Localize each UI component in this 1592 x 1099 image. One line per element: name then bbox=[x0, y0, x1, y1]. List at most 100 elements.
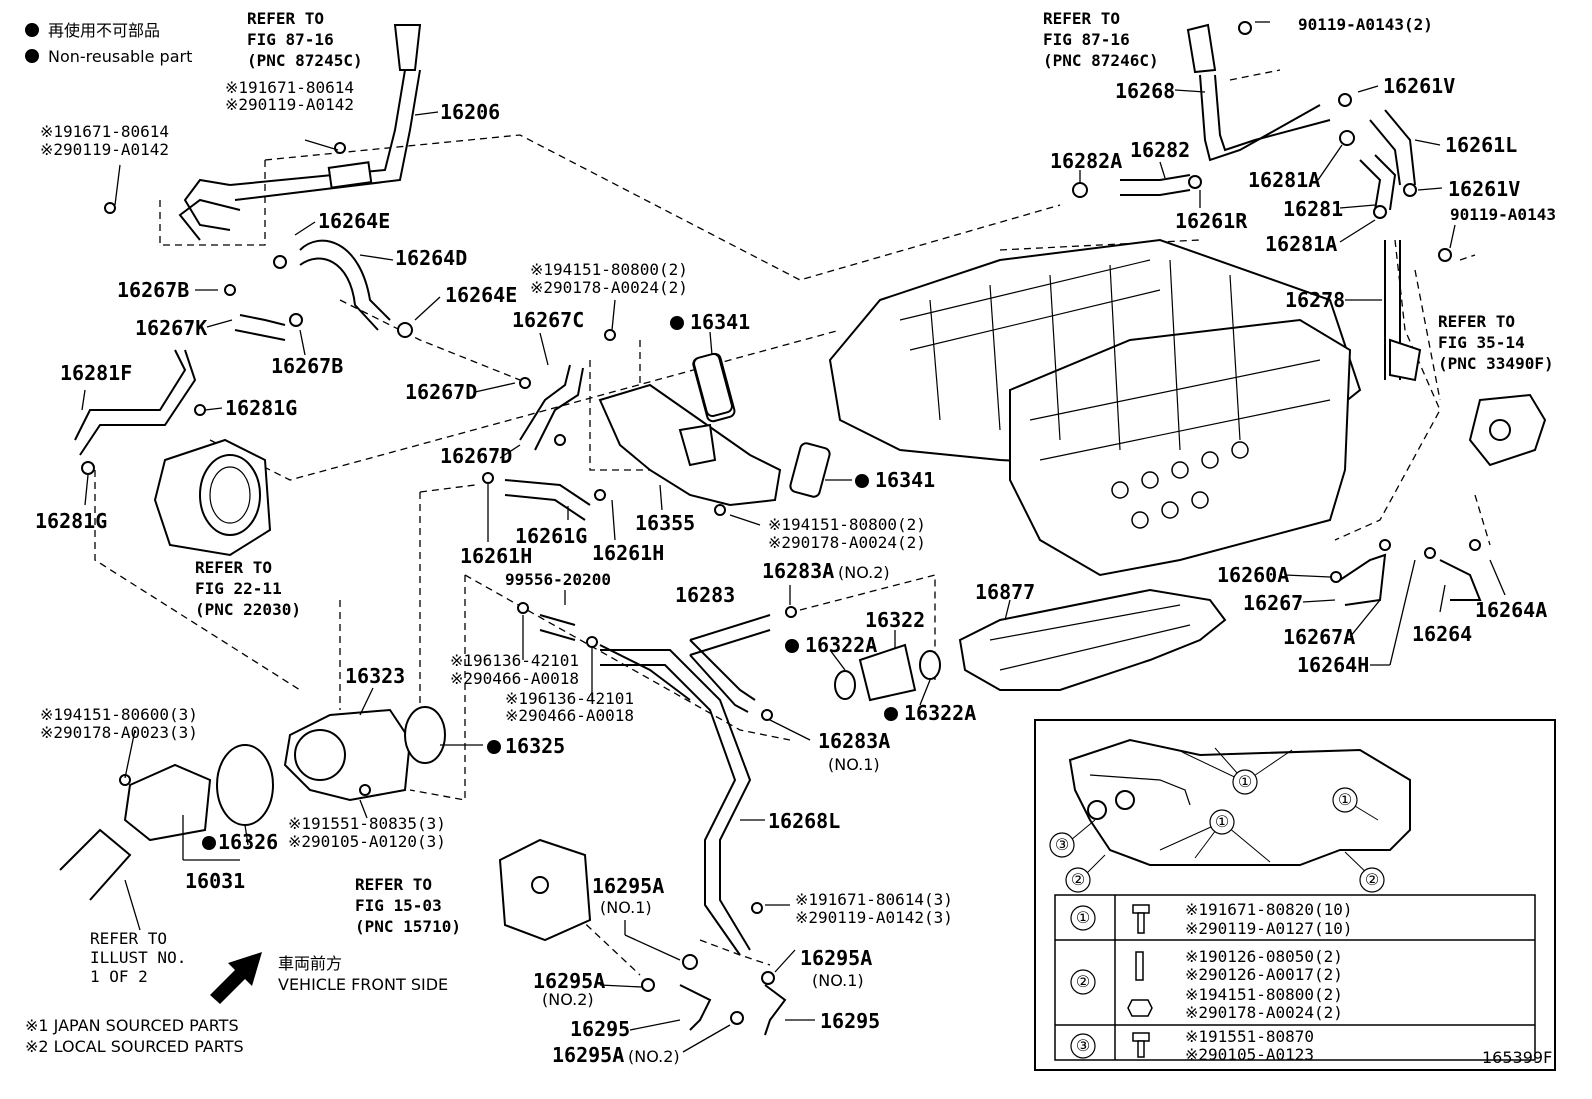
label-16267c: 16267C bbox=[512, 308, 584, 332]
sub-label-no2: (NO.2) bbox=[628, 1047, 680, 1066]
ref-22030-l1: REFER TO bbox=[195, 558, 272, 577]
water-pipe-16268 bbox=[1186, 23, 1422, 382]
front-en: VEHICLE FRONT SIDE bbox=[278, 975, 448, 994]
fastener-callouts: ※191671-80614 ※290119-A0142 ※191671-8061… bbox=[40, 78, 953, 927]
label-16322a: 16322A bbox=[904, 701, 976, 725]
ref-33490f-l2: FIG 35-14 bbox=[1438, 333, 1525, 352]
label-16268l: 16268L bbox=[768, 809, 840, 833]
legend-jp: 再使用不可部品 bbox=[48, 21, 160, 40]
label-16281g: 16281G bbox=[225, 396, 297, 420]
non-reusable-dot-icon bbox=[884, 707, 898, 721]
ref-illust-l3: 1 OF 2 bbox=[90, 967, 148, 986]
thermostat-assembly bbox=[59, 706, 446, 901]
callout-c4-l2: ※290466-A0018 bbox=[450, 669, 579, 688]
label-16877: 16877 bbox=[975, 580, 1035, 604]
non-reusable-dot-icon bbox=[487, 740, 501, 754]
label-16261g: 16261G bbox=[515, 524, 587, 548]
callout-c3-l1: ※194151-80800(2) bbox=[768, 515, 926, 534]
non-reusable-dot-icon bbox=[25, 49, 39, 63]
label-16341: 16341 bbox=[875, 468, 935, 492]
footnote-local: ※2 LOCAL SOURCED PARTS bbox=[25, 1037, 244, 1056]
label-16267a: 16267A bbox=[1283, 625, 1355, 649]
label-16264e: 16264E bbox=[445, 283, 517, 307]
sub-label-no2: (NO.2) bbox=[838, 563, 890, 582]
inset-row2-line2: ※290126-A0017(2) bbox=[1185, 965, 1343, 984]
figure-id: 165399F bbox=[1482, 1048, 1552, 1067]
inset-mark: ① bbox=[1338, 790, 1352, 809]
label-16282: 16282 bbox=[1130, 138, 1190, 162]
callout-c1a-l1: ※191671-80614 bbox=[225, 78, 354, 97]
ref-87245c-l3: (PNC 87245C) bbox=[247, 51, 363, 70]
sub-label-no1: (NO.1) bbox=[600, 898, 652, 917]
water-pipe-16206 bbox=[178, 24, 422, 241]
oil-cooler-right bbox=[1468, 393, 1547, 467]
footnotes: ※1 JAPAN SOURCED PARTS ※2 LOCAL SOURCED … bbox=[25, 1016, 244, 1056]
ref-87245c-l2: FIG 87-16 bbox=[247, 30, 334, 49]
front-arrow-icon bbox=[210, 952, 262, 1004]
label-16295a: 16295A bbox=[552, 1043, 624, 1067]
label-16267d: 16267D bbox=[440, 444, 512, 468]
footnote-japan: ※1 JAPAN SOURCED PARTS bbox=[25, 1016, 239, 1035]
non-reusable-markers bbox=[202, 316, 898, 850]
callout-c7-l1: ※191551-80835(3) bbox=[288, 814, 446, 833]
label-16295a: 16295A bbox=[800, 946, 872, 970]
label-16278: 16278 bbox=[1285, 288, 1345, 312]
label-16295a: 16295A bbox=[592, 874, 664, 898]
label-16264: 16264 bbox=[1412, 622, 1472, 646]
callout-c2-l2: ※290178-A0024(2) bbox=[530, 278, 688, 297]
ref-33490f-l1: REFER TO bbox=[1438, 312, 1515, 331]
label-16355: 16355 bbox=[635, 511, 695, 535]
label-16281f: 16281F bbox=[60, 361, 132, 385]
label-16206: 16206 bbox=[440, 100, 500, 124]
ref-22030-l2: FIG 22-11 bbox=[195, 579, 282, 598]
hoses bbox=[74, 109, 1482, 1036]
non-reusable-dot-icon bbox=[202, 836, 216, 850]
label-16295a: 16295A bbox=[533, 969, 605, 993]
label-16267: 16267 bbox=[1243, 591, 1303, 615]
oil-pan bbox=[958, 588, 1227, 691]
vehicle-front-indicator: 車両前方 VEHICLE FRONT SIDE bbox=[210, 952, 448, 1004]
inset-row3-line2: ※290105-A0123 bbox=[1185, 1045, 1314, 1064]
label-16281a: 16281A bbox=[1248, 168, 1320, 192]
inset-mark: ③ bbox=[1055, 835, 1069, 854]
ref-15710-l3: (PNC 15710) bbox=[355, 917, 461, 936]
sub-labels: (NO.2) (NO.1) (NO.1) (NO.1) (NO.2) (NO.2… bbox=[542, 563, 890, 1066]
ref-87245c-l1: REFER TO bbox=[247, 9, 324, 28]
callout-c1a-l2: ※290119-A0142 bbox=[225, 95, 354, 114]
label-16267k: 16267K bbox=[135, 316, 207, 340]
nut-icon bbox=[1127, 999, 1153, 1017]
label-16261l: 16261L bbox=[1445, 133, 1517, 157]
inset-row1-line2: ※290119-A0127(10) bbox=[1185, 919, 1353, 938]
leader-lines bbox=[81, 21, 1506, 1053]
label-16261v: 16261V bbox=[1383, 74, 1455, 98]
inset-mark: ① bbox=[1238, 772, 1252, 791]
label-16281g: 16281G bbox=[35, 509, 107, 533]
label-16295: 16295 bbox=[820, 1009, 880, 1033]
throttle-body bbox=[153, 438, 272, 557]
label-16282a: 16282A bbox=[1050, 149, 1122, 173]
label-16261v: 16261V bbox=[1448, 177, 1520, 201]
callout-c8-l1: ※191671-80614(3) bbox=[795, 890, 953, 909]
ref-33490f-l3: (PNC 33490F) bbox=[1438, 354, 1554, 373]
label-16283a: 16283A bbox=[762, 559, 834, 583]
label-16341: 16341 bbox=[690, 310, 750, 334]
callout-c2-l1: ※194151-80800(2) bbox=[530, 260, 688, 279]
pipe-16268l bbox=[600, 649, 752, 956]
label-90119-a0143: 90119-A0143 bbox=[1450, 205, 1556, 224]
inset-row-num: ② bbox=[1076, 972, 1090, 991]
label-16264a: 16264A bbox=[1475, 598, 1547, 622]
engine-block bbox=[828, 238, 1362, 577]
inset-mark: ② bbox=[1071, 870, 1085, 889]
callout-c6-l1: ※194151-80600(3) bbox=[40, 705, 198, 724]
ref-15710-l2: FIG 15-03 bbox=[355, 896, 442, 915]
ref-illust-l1: REFER TO bbox=[90, 929, 167, 948]
label-16264e: 16264E bbox=[318, 209, 390, 233]
label-16267b: 16267B bbox=[271, 354, 343, 378]
sub-label-no2: (NO.2) bbox=[542, 990, 594, 1009]
label-16268: 16268 bbox=[1115, 79, 1175, 103]
sub-label-no1: (NO.1) bbox=[828, 755, 880, 774]
inset-row2-line3: ※194151-80800(2) bbox=[1185, 985, 1343, 1004]
part-labels: 16206 16264E 16264D 16264E 16267B 16267K… bbox=[35, 15, 1556, 1067]
legend: 再使用不可部品 Non-reusable part bbox=[25, 21, 192, 66]
